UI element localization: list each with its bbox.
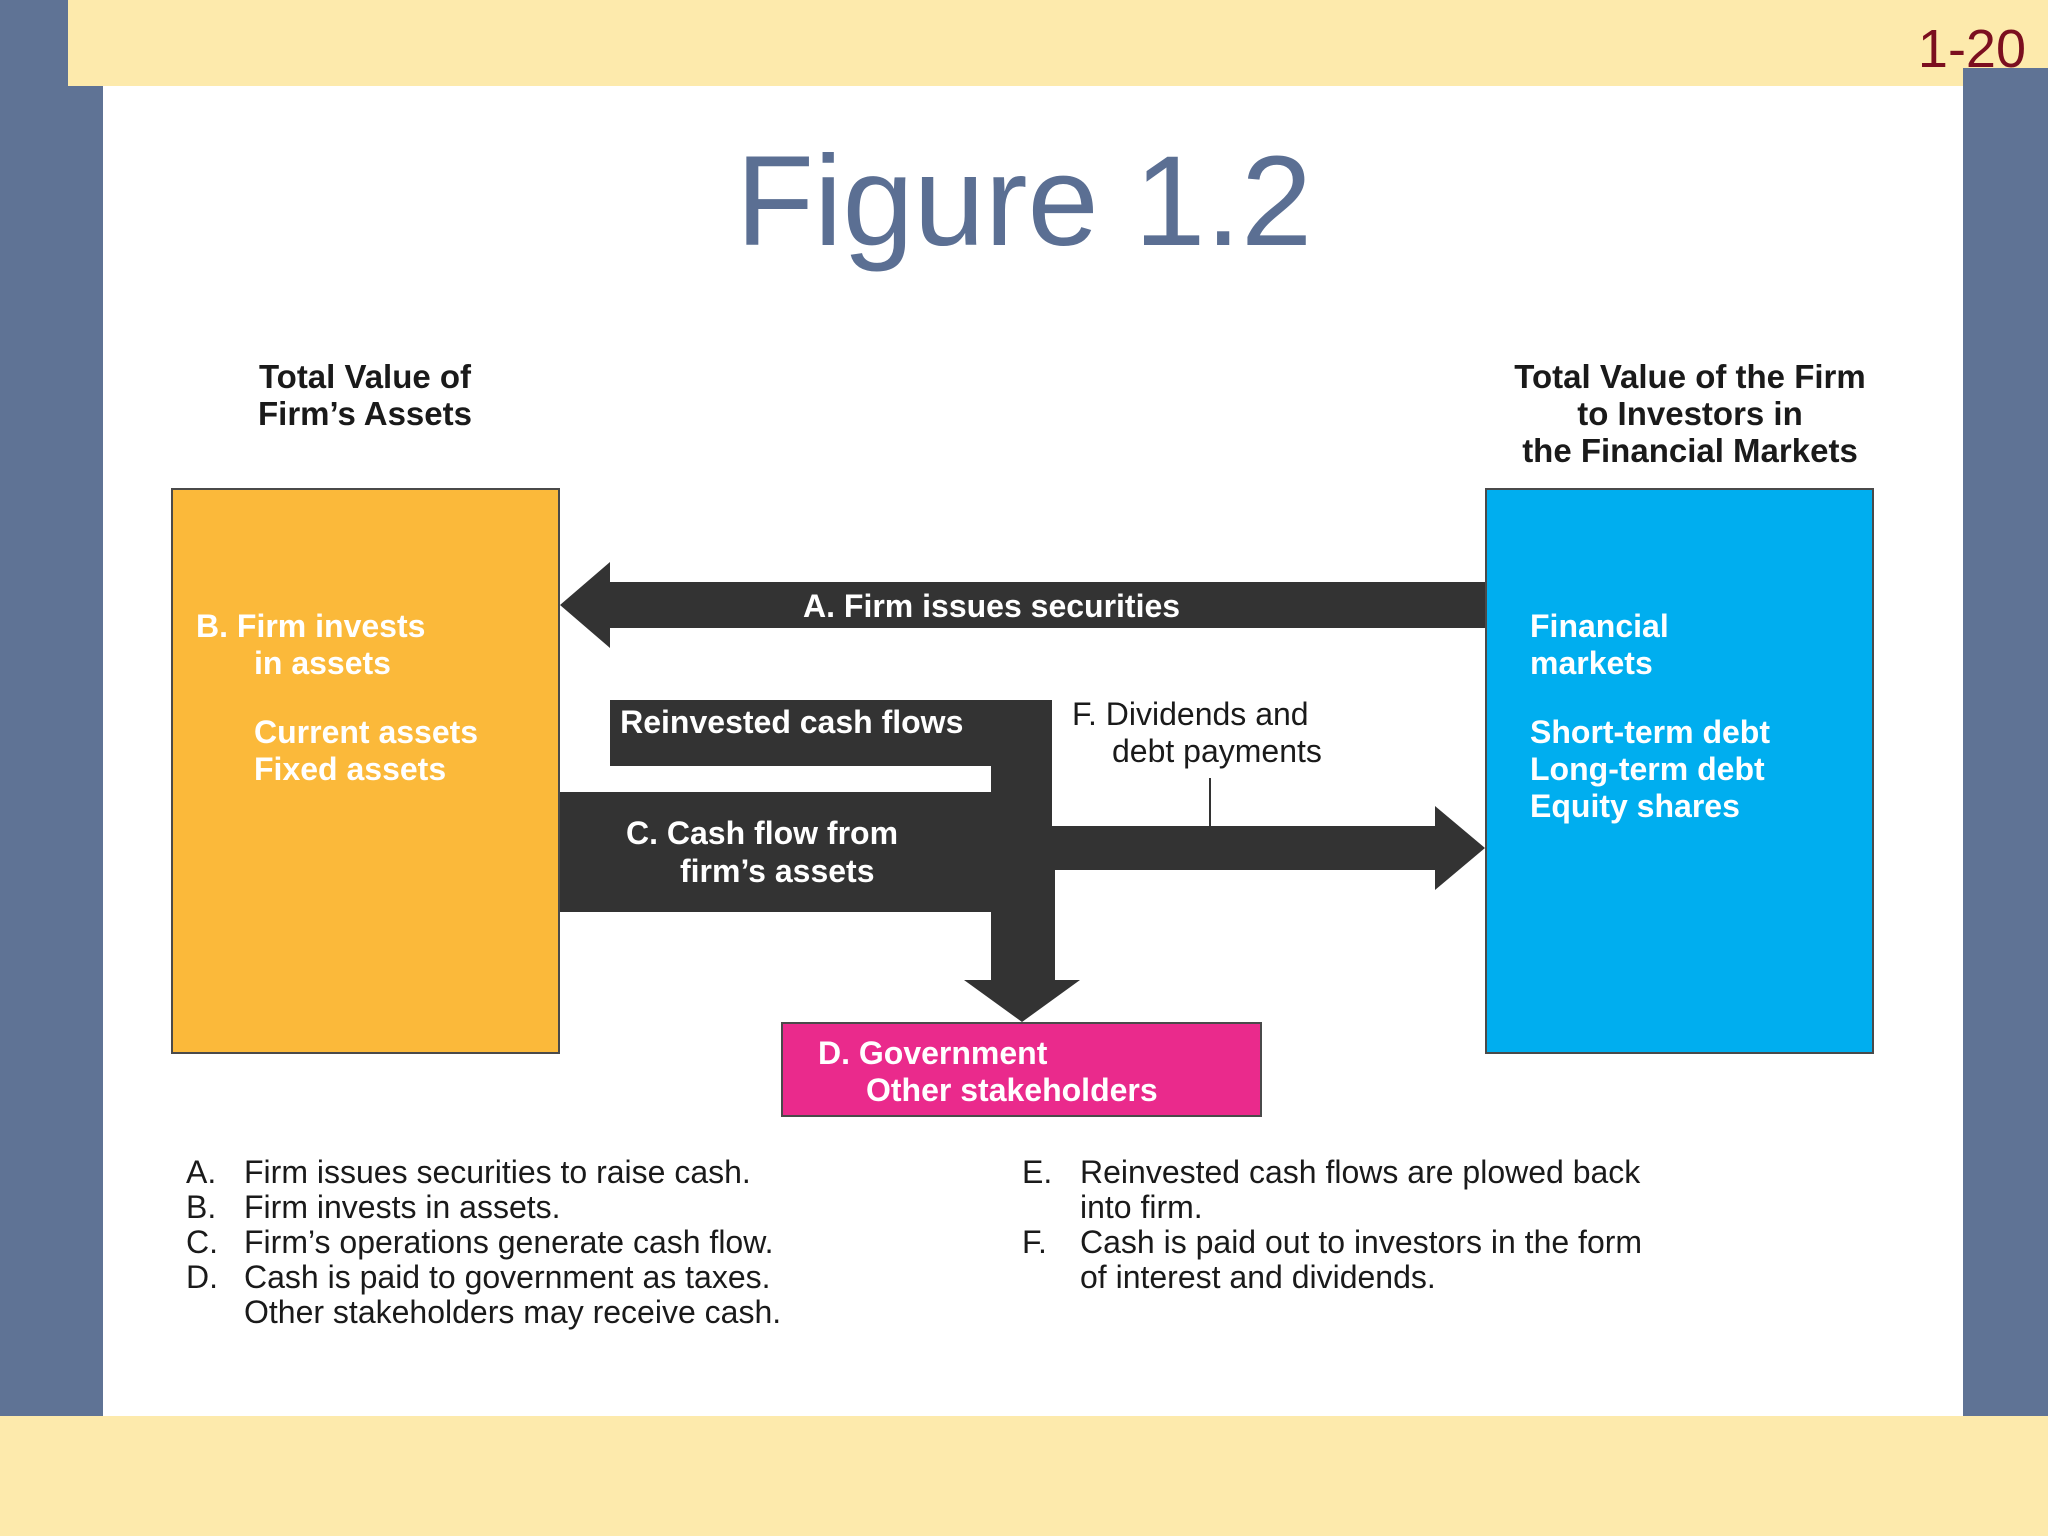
assets-header: Total Value of Firm’s Assets (205, 358, 525, 432)
legend-key: E. (1022, 1154, 1053, 1190)
assets-line-2: in assets (254, 645, 391, 681)
legend-item: A. Firm issues securities to raise cash. (186, 1155, 781, 1190)
dividends-label: F. Dividends and debt payments (1072, 696, 1322, 770)
markets-line-1: Financial (1530, 608, 1669, 644)
left-side-bar-top (0, 0, 68, 90)
assets-line-1: B. Firm invests (196, 608, 426, 644)
legend-item: Other stakeholders may receive cash. (186, 1295, 781, 1330)
legend-key: D. (186, 1259, 218, 1295)
investors-header: Total Value of the Firm to Investors in … (1440, 358, 1940, 469)
assets-line-3: Current assets (254, 714, 479, 750)
dividends-label-line: debt payments (1112, 733, 1322, 769)
assets-line-4: Fixed assets (254, 751, 447, 787)
assets-header-line: Firm’s Assets (258, 395, 472, 432)
markets-line-3: Short-term debt (1530, 714, 1770, 750)
arrow-e-label: E. Reinvested cash flows (581, 704, 964, 740)
legend-item: C. Firm’s operations generate cash flow. (186, 1225, 781, 1260)
legend-key: F. (1022, 1224, 1047, 1260)
legend-text: Reinvested cash flows are plowed back (1080, 1154, 1641, 1190)
legend-text: into firm. (1080, 1189, 1203, 1225)
bottom-band (0, 1416, 2048, 1536)
legend-key: A. (186, 1154, 217, 1190)
investors-header-line: to Investors in (1577, 395, 1803, 432)
financial-markets-box (1485, 488, 1874, 1054)
legend-text: Other stakeholders may receive cash. (244, 1294, 782, 1330)
dividends-label-line: F. Dividends and (1072, 696, 1309, 732)
slide-title: Figure 1.2 (735, 130, 1313, 273)
arrow-c-label-2: firm’s assets (680, 853, 875, 889)
gov-line-2: Other stakeholders (866, 1072, 1158, 1108)
legend-item: B. Firm invests in assets. (186, 1190, 781, 1225)
legend-item: D. Cash is paid to government as taxes. (186, 1260, 781, 1295)
legend-item: into firm. (1022, 1190, 1642, 1225)
legend-text: Cash is paid to government as taxes. (244, 1259, 771, 1295)
government-box (781, 1022, 1262, 1117)
firm-assets-box (171, 488, 560, 1054)
legend-key: B. (186, 1189, 217, 1225)
legend-text: Firm issues securities to raise cash. (244, 1154, 751, 1190)
markets-line-4: Long-term debt (1530, 751, 1765, 787)
legend-text: of interest and dividends. (1080, 1259, 1436, 1295)
gov-line-1: D. Government (818, 1035, 1048, 1071)
arrow-c-label-1: C. Cash flow from (626, 815, 899, 851)
legend-key: C. (186, 1224, 218, 1260)
markets-line-5: Equity shares (1530, 788, 1740, 824)
left-side-bar (0, 0, 103, 1450)
legend-text: Firm invests in assets. (244, 1189, 561, 1225)
arrow-c-cash-flow (560, 792, 1485, 1022)
top-band (68, 0, 2048, 86)
arrow-a-securities (560, 562, 1485, 648)
right-side-bar (1963, 68, 2048, 1416)
legend-item: F. Cash is paid out to investors in the f… (1022, 1225, 1642, 1260)
arrow-e-reinvested (560, 678, 1052, 792)
legend-item: E. Reinvested cash flows are plowed back (1022, 1155, 1642, 1190)
legend-right: E.Reinvested cash flows are plowed back … (1022, 1155, 1642, 1295)
assets-header-line: Total Value of (258, 358, 472, 395)
markets-line-2: markets (1530, 645, 1653, 681)
arrow-a-label: A. Firm issues securities (803, 588, 1181, 624)
legend-text: Cash is paid out to investors in the for… (1080, 1224, 1643, 1260)
legend-item: of interest and dividends. (1022, 1260, 1642, 1295)
investors-header-line: the Financial Markets (1522, 432, 1858, 469)
legend-text: Firm’s operations generate cash flow. (244, 1224, 774, 1260)
investors-header-line: Total Value of the Firm (1514, 358, 1866, 395)
slide-number: 1-20 (1917, 19, 2026, 79)
legend-left: A.Firm issues securities to raise cash. … (186, 1155, 781, 1330)
